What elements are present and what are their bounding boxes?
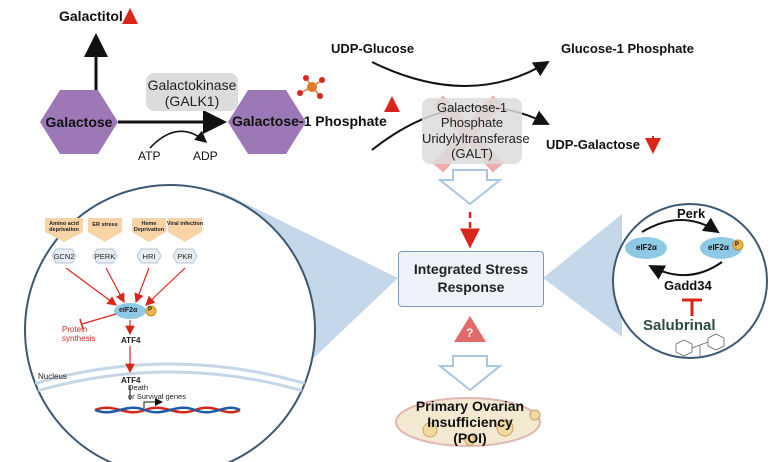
phospho-right-icon (732, 239, 744, 251)
gadd34-cycle-arrow (648, 261, 723, 280)
ovary-icon (395, 397, 541, 447)
udp-glucose-to-glucose1p-arrow (371, 60, 550, 87)
galactose1p-hexagon (228, 90, 306, 154)
stress-tag-amino (45, 218, 83, 242)
perk-cycle-arrow (641, 217, 720, 234)
nucleus-membrane-inner (25, 370, 315, 398)
glucose1p-label: Glucose-1 Phosphate (561, 41, 694, 56)
pkr-arrow (145, 267, 186, 306)
perk-hex (92, 248, 118, 264)
question-triangle (454, 316, 486, 342)
nucleus-label: Nucleus (38, 372, 67, 381)
funnel-arrow-bottom (437, 355, 503, 392)
perk-label: PERK (94, 252, 116, 261)
galk1-enzyme-label: Galactokinase (GALK1) (146, 73, 238, 111)
perk-right-label: Perk (677, 206, 706, 221)
gadd34-label: Gadd34 (664, 278, 712, 293)
question-mark: ? (466, 326, 474, 340)
right-cone (543, 214, 622, 337)
eif2a-right-b-label: eIF2α (708, 243, 729, 252)
phosphate-icon (297, 75, 325, 99)
stress-er-label: ER stress (92, 222, 118, 228)
hri-arrow (134, 267, 150, 304)
pkr-hex (172, 248, 198, 264)
adp-label: ADP (193, 149, 218, 163)
eif2a-blob-right-a (625, 237, 667, 259)
eif2a-blob-right-b (700, 237, 742, 259)
dna-strand-b (94, 406, 241, 414)
inhibition-bar-left (79, 318, 84, 330)
atf4-cyto-label: ATF4 (121, 336, 141, 345)
stress-tag-heme (132, 218, 166, 242)
gene-start-arrow (143, 398, 163, 408)
phospho-left-icon (145, 305, 157, 317)
phospho-right-label: P (735, 242, 740, 248)
gcn2-arrow (65, 267, 117, 306)
stress-tag-er (88, 218, 122, 242)
stress-amino-label: Amino acid deprivation (49, 221, 79, 234)
salubrinal-molecule-icon (675, 333, 725, 357)
udp-galactose-label: UDP-Galactose (546, 137, 640, 152)
eif2a-blob-left (114, 303, 146, 319)
gcn2-label: GCN2 (53, 252, 75, 261)
stress-heme-label: Heme Deprivation (133, 221, 165, 234)
funnel-arrow-top (437, 169, 503, 206)
atp-adp-arrow (149, 130, 208, 149)
udp-glucose-label: UDP-Glucose (331, 41, 415, 56)
hri-label: HRI (142, 252, 156, 261)
galactose-label: Galactose (45, 114, 113, 130)
genes-label: Death or Survival genes (128, 383, 186, 401)
perk-arrow (105, 267, 125, 304)
phospho-left-label: P (148, 307, 153, 313)
nucleus-membrane (25, 362, 315, 390)
integrated-stress-response-box: Integrated Stress Response (398, 251, 544, 307)
atf4-nuc-label: ATF4 (121, 376, 141, 385)
stress-viral-label: Viral infection (166, 221, 204, 227)
atp-label: ATP (138, 149, 161, 163)
galactitol-label: Galactitol (59, 8, 123, 24)
isr-label: Integrated Stress Response (413, 261, 529, 295)
eif2a-left-label: eIF2α (119, 307, 138, 314)
galactose-hexagon (40, 90, 118, 154)
pkr-label: PKR (177, 252, 193, 261)
galt-enzyme-label: Galactose-1 Phosphate Uridylyltransferas… (422, 98, 530, 164)
poi-label: Primary Ovarian Insufficiency (POI) (415, 398, 525, 447)
hri-hex (136, 248, 162, 264)
protein-synthesis-inhibition (81, 313, 117, 325)
galactose1p-label: Galactose-1 Phosphate (232, 113, 387, 129)
stress-tag-viral (168, 218, 202, 242)
gcn2-hex (51, 248, 77, 264)
eif2a-right-a-label: eIF2α (636, 243, 657, 252)
salubrinal-label: Salubrinal (643, 317, 716, 334)
protein-synthesis-label: Protein synthesis (62, 325, 96, 343)
